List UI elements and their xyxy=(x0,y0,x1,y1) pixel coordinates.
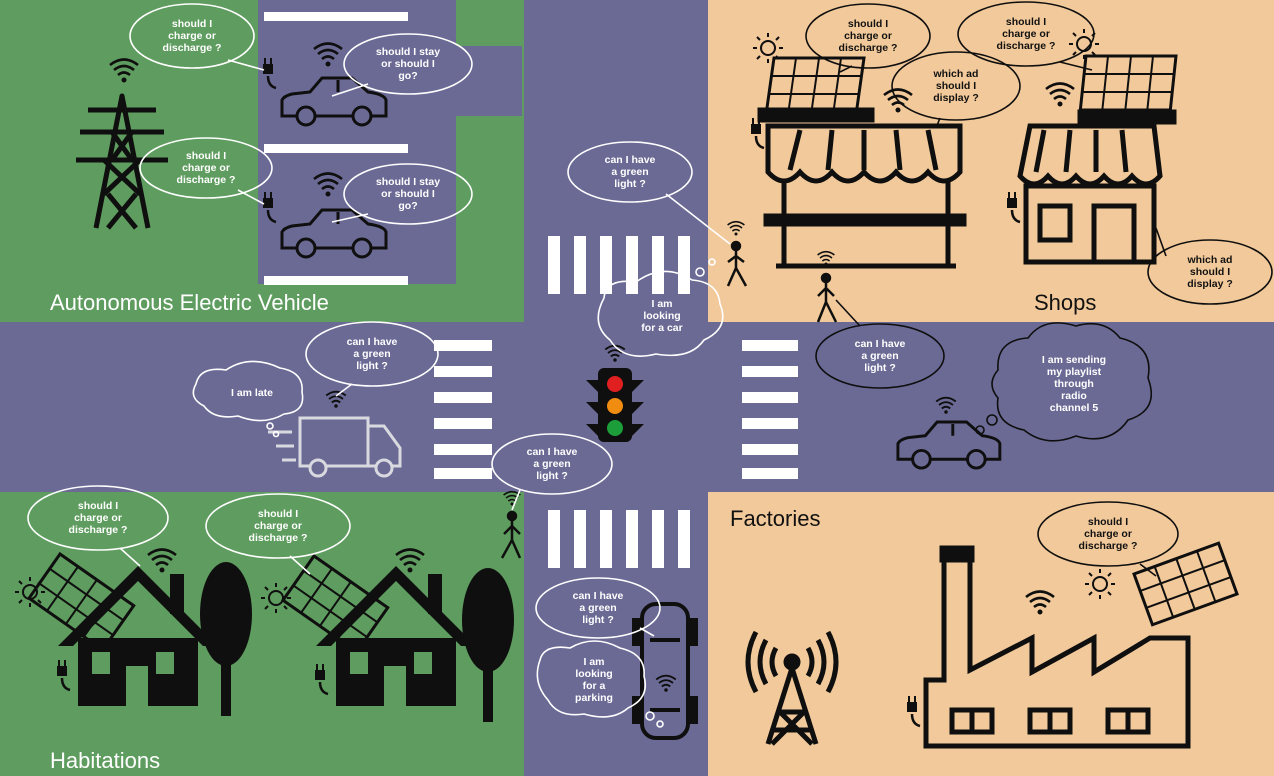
bubble-factory-charge: should I charge or discharge ? xyxy=(1046,506,1170,562)
bubble-pedestrian-green-bottom: can I have a green light ? xyxy=(500,438,604,490)
bubble-house2-charge: should I charge or discharge ? xyxy=(214,498,342,554)
zone-label-habitations: Habitations xyxy=(50,748,160,774)
bubble-shop2-charge: should I charge or discharge ? xyxy=(966,6,1086,62)
zone-label-aev: Autonomous Electric Vehicle xyxy=(50,290,329,316)
zone-label-factories: Factories xyxy=(730,506,820,532)
bubble-parking-search: I am looking for a parking xyxy=(548,648,640,712)
bubble-ev2-stay: should I stay or should I go? xyxy=(352,168,464,220)
bubble-ev1-stay: should I stay or should I go? xyxy=(352,38,464,90)
bubble-parking-green: can I have a green light ? xyxy=(546,582,650,634)
bubble-pedestrian-green-top: can I have a green light ? xyxy=(576,146,684,198)
bubble-car-search: I am looking for a car xyxy=(610,290,714,342)
bubble-car-playlist: I am sending my playlist through radio c… xyxy=(1012,338,1136,430)
bubble-pedestrian-green-shop: can I have a green light ? xyxy=(826,330,934,382)
bubble-shop1-charge: should I charge or discharge ? xyxy=(814,8,922,64)
bubble-truck-green: can I have a green light ? xyxy=(316,326,428,382)
zone-label-shops: Shops xyxy=(1034,290,1096,316)
bubble-shop1-ad: which ad should I display ? xyxy=(902,58,1010,114)
bubble-pole-charge: should I charge or discharge ? xyxy=(150,140,262,196)
bubble-tower-charge: should I charge or discharge ? xyxy=(140,8,244,64)
bubble-shop2-ad: which ad should I display ? xyxy=(1156,244,1264,300)
bubble-truck-late: I am late xyxy=(206,378,298,408)
bubble-house1-charge: should I charge or discharge ? xyxy=(36,490,160,546)
